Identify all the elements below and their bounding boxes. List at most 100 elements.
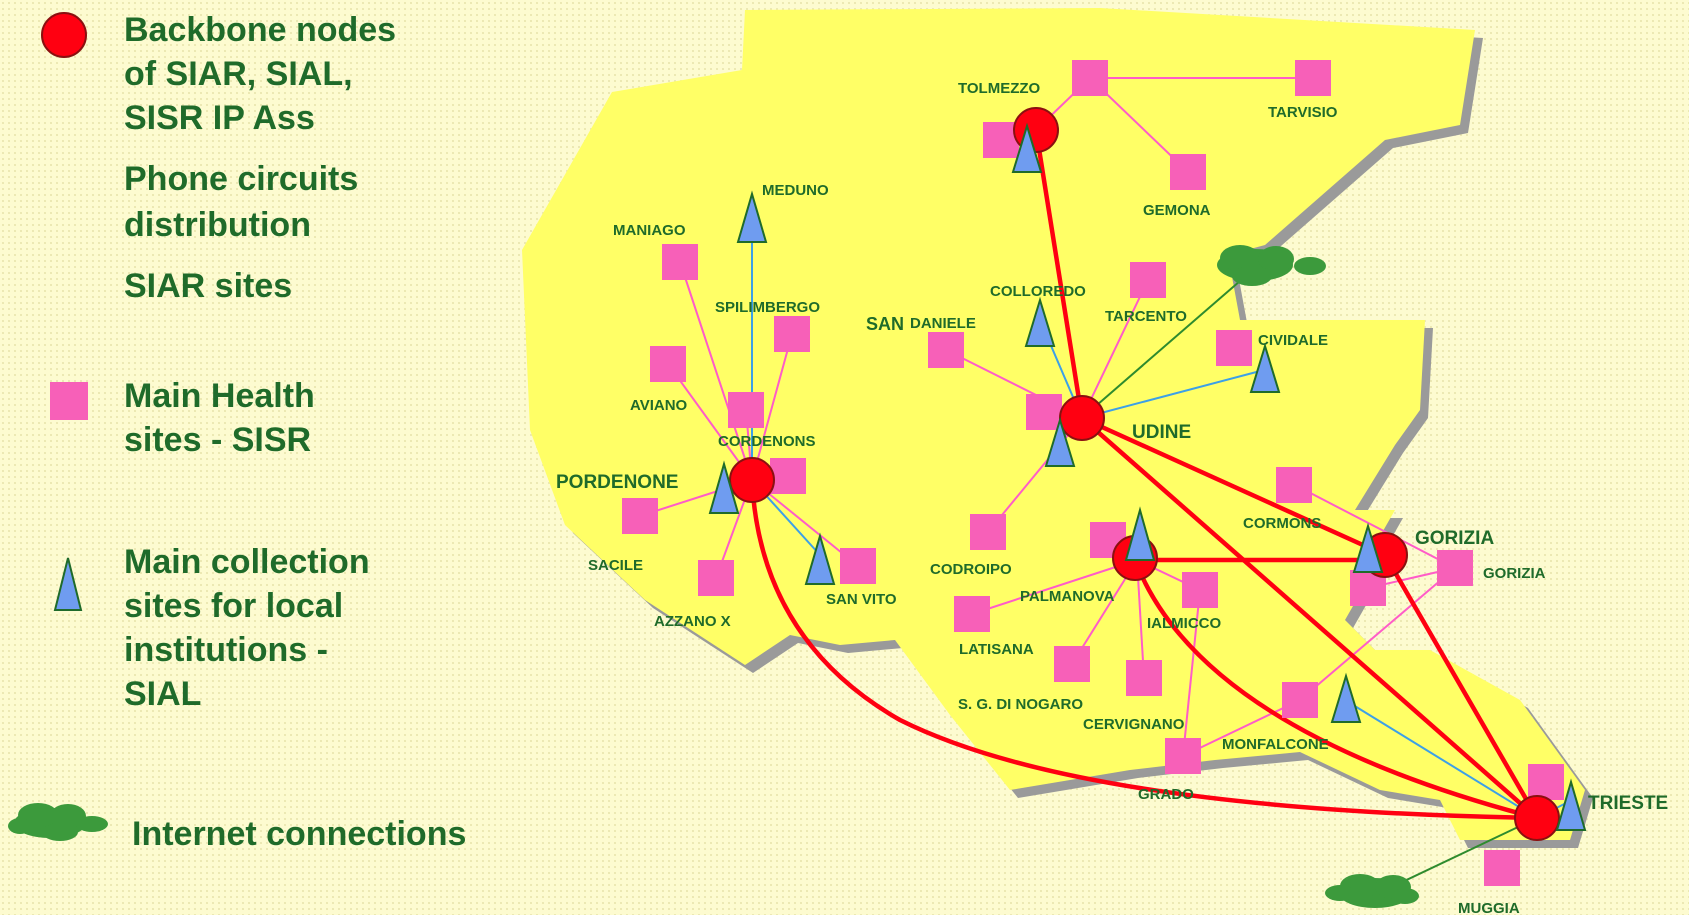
- health-site: [1216, 330, 1252, 366]
- health-site: [1054, 646, 1090, 682]
- label-colloredo: COLLOREDO: [990, 283, 1086, 300]
- backbone-node-udine: [1059, 395, 1105, 441]
- label-san: SAN: [866, 314, 904, 334]
- health-site: [1182, 572, 1218, 608]
- health-site: [698, 560, 734, 596]
- label-tolmezzo: TOLMEZZO: [958, 80, 1041, 97]
- label-maniago: MANIAGO: [613, 222, 686, 239]
- label-meduno: MEDUNO: [762, 182, 829, 199]
- legend-siar: SIAR sites: [124, 267, 293, 305]
- legend-health-icon: [50, 382, 88, 420]
- legend-collection-line: sites for local: [124, 587, 344, 625]
- label-aviano: AVIANO: [630, 397, 688, 414]
- legend-backbone: Backbone nodes of SIAR, SIAL, SISR IP As…: [124, 8, 396, 140]
- health-site: [1484, 850, 1520, 886]
- label-cormons: CORMONS: [1243, 515, 1321, 532]
- health-site: [1026, 394, 1062, 430]
- health-site: [728, 392, 764, 428]
- label-tarcento: TARCENTO: [1105, 308, 1187, 325]
- label-palmanova: PALMANOVA: [1020, 588, 1115, 605]
- city-labels: TOLMEZZO TARVISIO GEMONA MEDUNO MANIAGO …: [556, 80, 1668, 915]
- label-azzano: AZZANO X: [654, 613, 731, 630]
- label-muggia: MUGGIA: [1458, 900, 1520, 915]
- health-site: [1437, 550, 1473, 586]
- health-site: [1165, 738, 1201, 774]
- label-sacile: SACILE: [588, 557, 643, 574]
- health-site: [650, 346, 686, 382]
- health-site: [1126, 660, 1162, 696]
- label-latisana: LATISANA: [959, 641, 1034, 658]
- label-san-vito: SAN VITO: [826, 591, 897, 608]
- legend-health-line: sites - SISR: [124, 421, 312, 459]
- collection-site: [1249, 342, 1281, 393]
- collection-site: [804, 532, 836, 585]
- health-site: [1295, 60, 1331, 96]
- collection-site: [1024, 296, 1056, 347]
- legend-internet: Internet connections: [132, 815, 467, 853]
- legend-backbone-line: Backbone nodes: [124, 11, 397, 49]
- label-pordenone: PORDENONE: [556, 472, 678, 493]
- health-site: [1170, 154, 1206, 190]
- health-site: [770, 458, 806, 494]
- label-san-daniele: DANIELE: [910, 315, 976, 332]
- cloud-icon: [8, 803, 108, 841]
- label-gorizia: GORIZIA: [1483, 565, 1546, 582]
- label-codroipo: CODROIPO: [930, 561, 1012, 578]
- legend-symbols: [41, 12, 88, 611]
- legend-phone-line: distribution: [124, 206, 311, 244]
- collection-site: [1330, 672, 1362, 723]
- health-sites: [622, 60, 1564, 886]
- label-cervignano: CERVIGNANO: [1083, 716, 1185, 733]
- legend-backbone-icon: [41, 12, 87, 58]
- collection-site: [736, 190, 768, 243]
- health-site: [662, 244, 698, 280]
- label-gorizia-main: GORIZIA: [1415, 528, 1494, 549]
- legend-phone-line: Phone circuits: [124, 160, 359, 198]
- collection-site: [1555, 778, 1587, 831]
- backbone-node-trieste: [1514, 795, 1560, 841]
- collection-site: [1044, 416, 1076, 467]
- legend-collection-line: Main collection: [124, 543, 370, 581]
- label-tarvisio: TARVISIO: [1268, 104, 1338, 121]
- label-monfalcone: MONFALCONE: [1222, 736, 1329, 753]
- collection-site: [1352, 522, 1384, 573]
- health-site: [954, 596, 990, 632]
- label-gemona: GEMONA: [1143, 202, 1211, 219]
- health-site: [840, 548, 876, 584]
- legend-collection-line: SIAL: [124, 675, 202, 713]
- health-site: [1072, 60, 1108, 96]
- collection-sites: [708, 122, 1587, 831]
- label-spilimbergo: SPILIMBERGO: [715, 299, 820, 316]
- health-site: [928, 332, 964, 368]
- health-site: [1282, 682, 1318, 718]
- collection-site: [1124, 506, 1156, 561]
- health-site: [970, 514, 1006, 550]
- cloud-icon: [1325, 874, 1419, 908]
- health-site: [983, 122, 1019, 158]
- cloud-icon: [1217, 245, 1326, 286]
- label-ialmicco: IALMICCO: [1147, 615, 1221, 632]
- legend-health-line: Main Health: [124, 377, 315, 415]
- label-grado: GRADO: [1138, 786, 1194, 803]
- legend-collection-line: institutions -: [124, 631, 328, 669]
- health-site: [774, 316, 810, 352]
- label-nogaro: S. G. DI NOGARO: [958, 696, 1083, 713]
- legend-collection-icon: [53, 557, 83, 611]
- legend-health: Main Health sites - SISR: [124, 374, 315, 462]
- legend-backbone-line: of SIAR, SIAL,: [124, 55, 353, 93]
- health-site: [1276, 467, 1312, 503]
- label-trieste: TRIESTE: [1588, 793, 1668, 814]
- backbone-node-pordenone: [729, 457, 775, 503]
- health-site: [1130, 262, 1166, 298]
- internet-icons: [8, 245, 1419, 908]
- collection-site: [708, 460, 740, 514]
- health-site: [1528, 764, 1564, 800]
- backbone-links: [749, 129, 1539, 821]
- legend-collection: Main collection sites for local institut…: [124, 540, 370, 716]
- label-cordenons: CORDENONS: [718, 433, 816, 450]
- legend-backbone-line: SISR IP Ass: [124, 99, 315, 137]
- label-cividale: CIVIDALE: [1258, 332, 1328, 349]
- health-site: [622, 498, 658, 534]
- collection-site: [1011, 122, 1043, 173]
